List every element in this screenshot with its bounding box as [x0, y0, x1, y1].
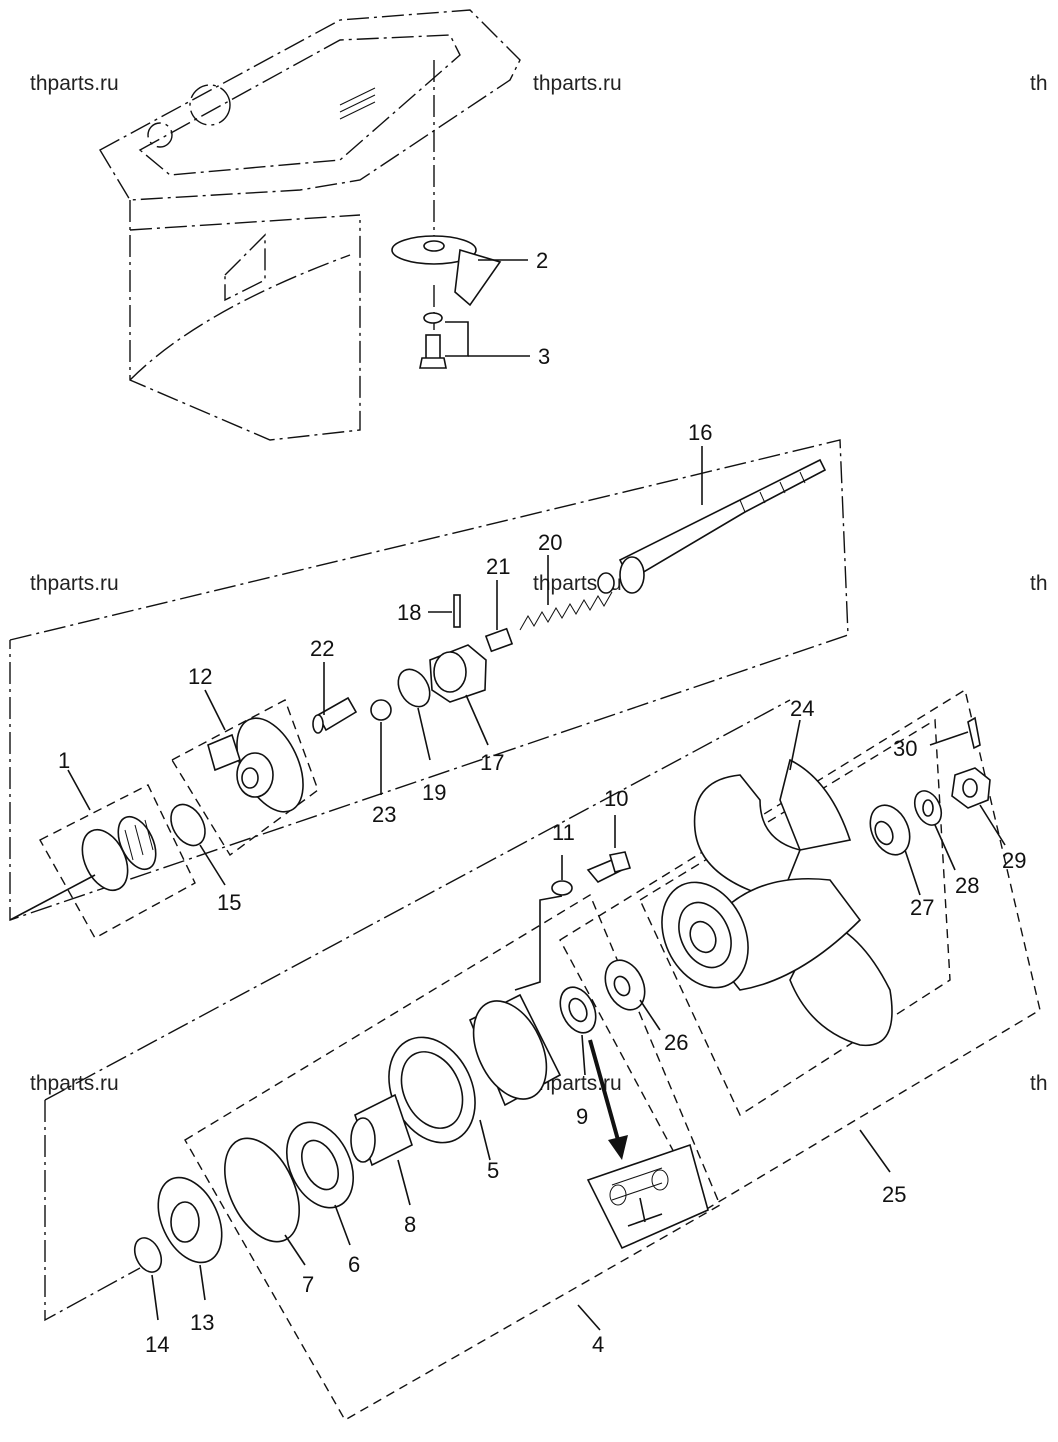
watermark: th	[1030, 1072, 1048, 1095]
label-16: 16	[688, 420, 712, 445]
plunger-part-21	[484, 580, 514, 653]
label-22: 22	[310, 636, 334, 661]
label-20: 20	[538, 530, 562, 555]
label-23: 23	[372, 802, 396, 827]
oil-seal-part-9	[559, 986, 597, 1076]
bushing-part-8	[350, 1093, 413, 1206]
label-24: 24	[790, 696, 814, 721]
watermark: th	[1030, 572, 1048, 595]
pin-part-18	[428, 594, 461, 628]
label-14: 14	[145, 1332, 169, 1357]
label-13: 13	[190, 1310, 214, 1335]
ball-bearing-part-6	[286, 1121, 354, 1246]
bolt-washer-part-3	[419, 312, 530, 369]
label-29: 29	[1002, 848, 1026, 873]
shim-part-15	[170, 803, 226, 886]
label-12: 12	[188, 664, 212, 689]
spacer-part-27	[869, 804, 921, 896]
group-frame-25	[559, 688, 1041, 1211]
reverse-gear-part-13	[157, 1176, 223, 1301]
label-30: 30	[893, 736, 917, 761]
nut-part-29	[951, 767, 1006, 846]
label-5: 5	[487, 1158, 499, 1183]
label-1: 1	[58, 748, 70, 773]
label-11: 11	[552, 820, 575, 845]
spring-part-20	[519, 555, 613, 631]
label-18: 18	[397, 600, 421, 625]
lower-casing-outline	[99, 9, 521, 441]
label-26: 26	[664, 1030, 688, 1055]
group-frame-propeller	[639, 718, 951, 1117]
label-9: 9	[576, 1104, 588, 1129]
label-3: 3	[538, 344, 550, 369]
cotter-pin-part-30	[929, 716, 981, 750]
label-25: 25	[882, 1182, 906, 1207]
label-27: 27	[910, 895, 934, 920]
watermarks: thparts.ru thparts.ru th thparts.ru thpa…	[30, 72, 1048, 1095]
label-8: 8	[404, 1212, 416, 1237]
shift-plunger-part-22	[312, 662, 358, 734]
label-19: 19	[422, 780, 446, 805]
o-ring-part-7	[224, 1137, 306, 1266]
watermark: thparts.ru	[30, 572, 119, 595]
label-10: 10	[604, 786, 628, 811]
ring-part-19	[397, 668, 431, 761]
forward-gear-part-12	[171, 689, 319, 857]
label-28: 28	[955, 873, 979, 898]
watermark: th	[1030, 72, 1048, 95]
propeller-shaft-part-16	[597, 446, 827, 594]
watermark: thparts.ru	[533, 72, 622, 95]
label-4: 4	[592, 1332, 604, 1357]
watermark: thparts.ru	[30, 1072, 119, 1095]
clutch-dog-part-17	[429, 644, 489, 746]
label-2: 2	[536, 248, 548, 273]
label-6: 6	[348, 1252, 360, 1277]
label-21: 21	[486, 554, 510, 579]
callout-labels: 1 2 3 4 5 6 7 8 9 10 11 12 13 14 15 16 1…	[58, 248, 1026, 1357]
detail-arrow	[588, 1039, 628, 1160]
housing-part-5	[388, 993, 562, 1161]
ball-part-23	[370, 699, 392, 795]
bolt-part-10	[586, 815, 632, 883]
propeller-part-24	[661, 719, 893, 1047]
shaft-group-frame	[9, 439, 849, 921]
watermark: thparts.ru	[30, 72, 119, 95]
spacer-part-26	[604, 959, 661, 1031]
shim-part-14	[133, 1237, 163, 1321]
seal-detail-box	[586, 1143, 709, 1250]
group-frame-4	[184, 893, 721, 1421]
anode-part-2	[391, 60, 528, 330]
label-7: 7	[302, 1272, 314, 1297]
label-15: 15	[217, 890, 241, 915]
bearing-part-1	[39, 769, 196, 939]
leader-lines	[9, 699, 791, 1322]
washer-part-28	[913, 790, 956, 871]
washer-part-11	[514, 855, 573, 991]
label-17: 17	[480, 750, 504, 775]
